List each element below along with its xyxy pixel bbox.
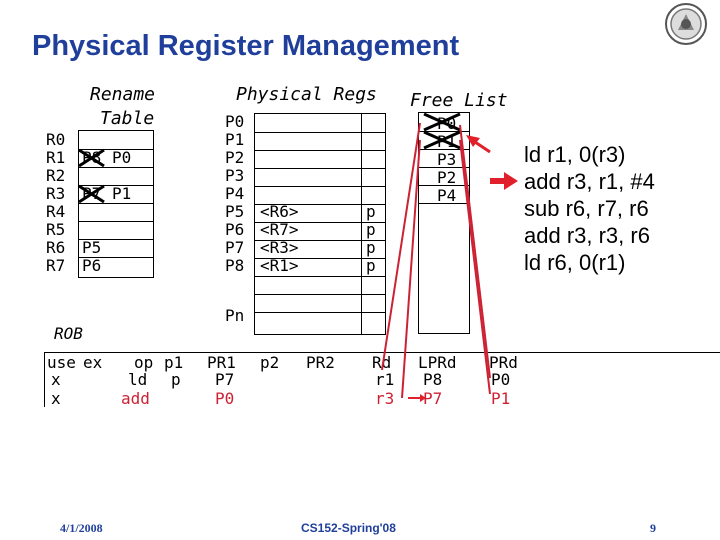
rob-row1-pr1: P7 xyxy=(215,370,235,389)
arch-reg-label: R2 xyxy=(46,166,66,185)
free-list-heading: Free List xyxy=(410,90,508,111)
phys-reg-label: P1 xyxy=(225,130,245,149)
phys-reg-label: P7 xyxy=(225,238,245,257)
rob-header-ex: ex xyxy=(83,353,103,372)
current-instruction-arrow-icon xyxy=(490,172,518,190)
rob-row2-pr1: P0 xyxy=(215,389,235,408)
arch-reg-label: R0 xyxy=(46,130,66,149)
cross-out-icon xyxy=(423,112,461,132)
physical-regs-heading: Physical Regs xyxy=(236,84,377,105)
rob-row2-op: add xyxy=(121,389,150,408)
phys-reg-label: P3 xyxy=(225,166,245,185)
rob-row2-use: x xyxy=(51,389,61,408)
phys-reg-label: P8 xyxy=(225,256,245,275)
rob-header-prd: PRd xyxy=(489,353,518,372)
phys-reg-value: <R6> xyxy=(260,202,299,221)
rob-top-border xyxy=(44,352,720,354)
physical-register-file xyxy=(254,113,386,335)
instruction-line: ld r1, 0(r3) xyxy=(524,142,626,167)
rob-header-p1: p1 xyxy=(164,353,184,372)
phys-reg-label: P5 xyxy=(225,202,245,221)
phys-reg-label: P2 xyxy=(225,148,245,167)
rob-row1-rd: r1 xyxy=(375,370,395,389)
instruction-line: add r3, r3, r6 xyxy=(524,223,650,248)
program-listing: ld r1, 0(r3) add r3, r1, #4 sub r6, r7, … xyxy=(524,141,655,276)
rename-table-heading-line2: Table xyxy=(100,108,155,129)
footer-page-number: 9 xyxy=(650,521,656,535)
connector-line xyxy=(459,139,491,395)
phys-reg-pn-label: Pn xyxy=(225,306,245,325)
arch-reg-label: R3 xyxy=(46,184,66,203)
rob-header-pr2: PR2 xyxy=(306,353,335,372)
phys-reg-label: P6 xyxy=(225,220,245,239)
rob-row2-prd: P1 xyxy=(491,389,511,408)
cross-out-icon xyxy=(423,130,461,150)
rob-header-p2: p2 xyxy=(260,353,280,372)
instruction-line: add r3, r1, #4 xyxy=(524,169,655,194)
connector-line xyxy=(459,124,491,379)
phys-reg-presence: p p p p xyxy=(366,203,376,275)
free-list-item: P4 xyxy=(437,186,457,205)
rob-left-border xyxy=(44,352,46,407)
rob-header-use: use xyxy=(47,353,76,372)
rob-row1-use: x xyxy=(51,370,61,389)
presence-bit: p xyxy=(366,220,376,239)
rob-header-pr1: PR1 xyxy=(207,353,236,372)
phys-reg-label: P0 xyxy=(225,112,245,131)
connector-line xyxy=(381,122,421,371)
rob-row1-p1: p xyxy=(171,370,181,389)
rob-header-lprd: LPRd xyxy=(418,353,457,372)
university-seal-icon xyxy=(665,3,707,45)
footer-course: CS152-Spring'08 xyxy=(301,521,396,535)
arch-reg-label: R7 xyxy=(46,256,66,275)
page-title: Physical Register Management xyxy=(32,30,460,62)
rob-row1-lprd: P8 xyxy=(423,370,443,389)
phys-reg-value: <R3> xyxy=(260,238,299,257)
instruction-line: ld r6, 0(r1) xyxy=(524,250,626,275)
rename-entry-r3-new: P1 xyxy=(112,184,132,203)
rob-row2-rd: r3 xyxy=(375,389,395,408)
cross-out-icon xyxy=(78,184,105,204)
free-list-item: P2 xyxy=(437,168,457,187)
rob-label: ROB xyxy=(54,324,83,343)
presence-bit: p xyxy=(366,238,376,257)
phys-reg-value: <R7> xyxy=(260,220,299,239)
instruction-line: sub r6, r7, r6 xyxy=(524,196,649,221)
arch-reg-label: R5 xyxy=(46,220,66,239)
phys-reg-values: <R6> <R7> <R3> <R1> xyxy=(260,203,299,275)
arch-reg-label: R1 xyxy=(46,148,66,167)
rename-entry-r1-new: P0 xyxy=(112,148,132,167)
free-list-item: P3 xyxy=(437,150,457,169)
footer-date: 4/1/2008 xyxy=(60,521,103,535)
connector-line xyxy=(401,139,421,399)
rob-row1-prd: P0 xyxy=(491,370,511,389)
phys-reg-value: <R1> xyxy=(260,256,299,275)
rob-header-op: op xyxy=(134,353,154,372)
arch-reg-label: R4 xyxy=(46,202,66,221)
free-list-pointer-arrow-icon xyxy=(466,135,491,154)
rob-header-rd: Rd xyxy=(372,353,392,372)
phys-reg-labels: P0 P1 P2 P3 P4 P5 P6 P7 P8 xyxy=(225,113,244,275)
presence-bit: p xyxy=(366,256,376,275)
rename-table xyxy=(78,130,154,278)
rename-table-heading-line1: Rename xyxy=(90,84,156,105)
rename-entry-r7: P6 xyxy=(82,256,102,275)
rename-entry-r6: P5 xyxy=(82,238,102,257)
rob-row1-op: ld xyxy=(128,370,148,389)
rob-row2-lprd: P7 xyxy=(423,389,443,408)
lprd-arrow-icon xyxy=(408,394,426,402)
cross-out-icon xyxy=(78,148,105,168)
presence-bit: p xyxy=(366,202,376,221)
arch-reg-labels: R0 R1 R2 R3 R4 R5 R6 R7 xyxy=(46,131,65,275)
arch-reg-label: R6 xyxy=(46,238,66,257)
phys-reg-label: P4 xyxy=(225,184,245,203)
